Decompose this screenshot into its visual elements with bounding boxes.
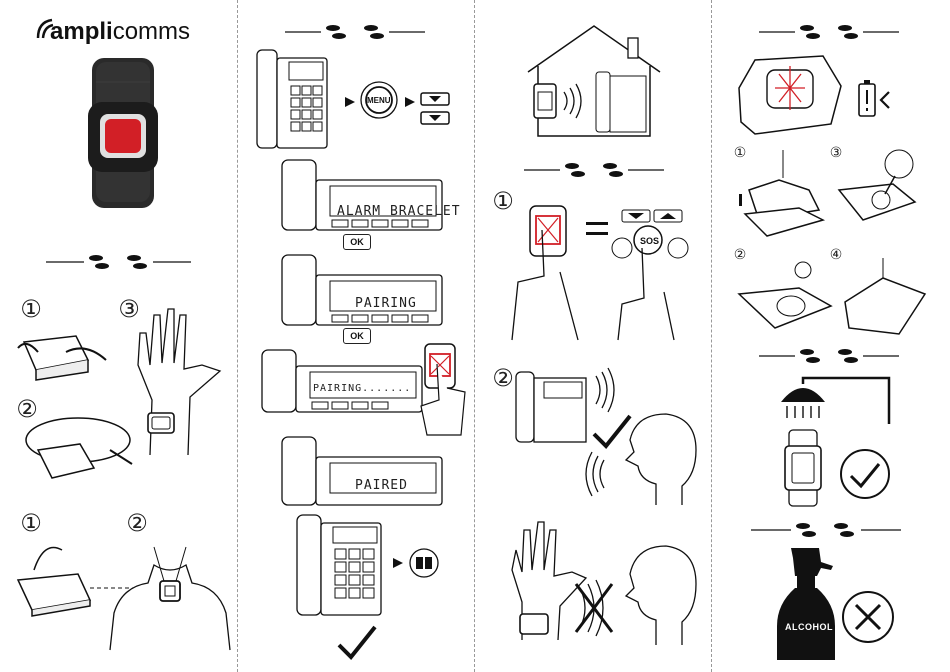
step-2c-label: ② (492, 367, 514, 389)
wristband-device-icon (783, 430, 823, 506)
arrow-right-icon (393, 558, 403, 568)
brand-wordmark: amplicomms (50, 18, 190, 46)
arrow-right-icon (405, 97, 415, 107)
menu-key-label: MENU (367, 96, 391, 105)
telephone-illustration-3 (516, 372, 586, 442)
step-1-label: ① (20, 298, 42, 320)
spray-bottle-icon (777, 548, 837, 660)
battery-removal-illustration (735, 258, 835, 338)
alarm-bracelet-image (78, 52, 168, 212)
ok-button: OK (343, 328, 371, 344)
low-battery-icon (859, 80, 899, 120)
house-illustration (524, 22, 664, 137)
alcohol-label: ALCOHOL (785, 622, 833, 632)
checkmark-icon (337, 625, 377, 661)
section-header-3 (524, 160, 664, 180)
equals-icon (586, 222, 608, 236)
section-header-6 (751, 520, 901, 540)
hand-pressing-bracelet-illustration (417, 340, 467, 435)
panel-2: MENU ALARM BRACELET OK PAIRING OK PAIRIN… (237, 0, 474, 672)
telephone-display-4 (282, 437, 442, 505)
section-header-4 (759, 22, 899, 42)
open-case-illustration (739, 150, 829, 240)
sos-keypad-illustration (614, 208, 699, 340)
lcd-pairing: PAIRING (355, 296, 417, 311)
shower-icon (773, 374, 893, 424)
strap-loop-illustration (20, 410, 135, 490)
panel-4: ① ③ ② ④ (711, 0, 950, 672)
hand-with-bracelet-illustration (130, 305, 230, 455)
brand-prefix: ampli (50, 18, 113, 45)
lcd-pairing-progress: PAIRING....... (313, 383, 411, 394)
flashing-button-illustration (735, 52, 845, 138)
strap-threading-illustration (16, 330, 111, 390)
section-header-5 (759, 346, 899, 366)
section-header-2 (285, 22, 425, 42)
battery-insert-illustration (829, 150, 929, 230)
panel-3: ① SOS ② (474, 0, 711, 672)
telephone-display-3 (262, 350, 422, 412)
torso-with-pendant-illustration (110, 535, 230, 650)
sound-waves-icon (592, 368, 622, 412)
step-1b-label: ① (20, 512, 42, 534)
prohibited-x-circle-icon (841, 590, 895, 644)
sos-key-label: SOS (640, 236, 659, 246)
telephone-illustration-1 (257, 50, 327, 148)
lanyard-clip-illustration (14, 540, 114, 620)
head-silhouette-illustration (620, 540, 700, 645)
speaking-head-illustration (620, 410, 700, 505)
telephone-illustration-2 (297, 515, 381, 615)
telephone-display-2 (282, 255, 442, 325)
panel-1: amplicomms ① ③ ② ① ② (0, 0, 237, 672)
nav-down-keys-icon (420, 92, 450, 126)
lcd-alarm-bracelet: ALARM BRACELET (337, 204, 461, 219)
arrow-right-icon (345, 97, 355, 107)
lcd-paired: PAIRED (355, 478, 408, 493)
step-2b-label: ② (126, 512, 148, 534)
section-header-1 (46, 252, 191, 272)
hand-pressing-pendant-illustration (504, 200, 584, 340)
telephone-display-1 (282, 160, 442, 230)
closed-case-illustration (839, 258, 929, 338)
ok-button: OK (343, 234, 371, 250)
approved-check-circle-icon (839, 448, 891, 500)
brand-suffix: comms (113, 18, 190, 45)
sound-waves-icon (578, 452, 608, 496)
blocked-sound-icon (574, 580, 614, 636)
manual-book-icon (409, 548, 439, 578)
